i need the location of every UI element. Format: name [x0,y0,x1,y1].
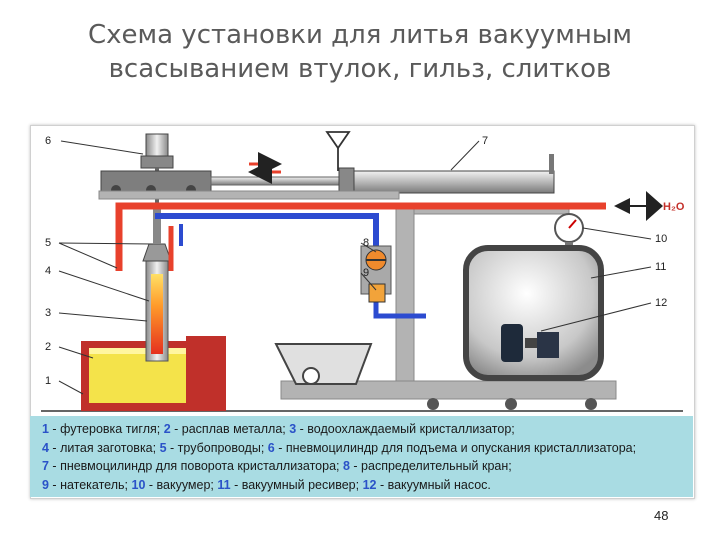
callout-7: 7 [482,135,488,147]
title-line-1: Схема установки для литья вакуумным [87,20,633,50]
water-label: H₂O [663,201,685,213]
legend-num: 8 [342,459,350,473]
callout-9: 9 [363,267,369,279]
legend-text: литая заготовка; [60,440,157,455]
diagram-canvas: 6 5 4 3 2 1 7 8 9 10 11 12 H₂O [41,131,685,412]
legend-box: 1 - футеровка тигля; 2 - расплав металла… [30,416,693,497]
legend-num: 12 [362,477,377,492]
legend-line-1: 1 - футеровка тигля; 2 - расплав металла… [42,422,515,436]
legend-num: 5 [159,440,167,455]
legend-text: футеровка тигля; [60,422,161,436]
callout-10: 10 [655,233,667,245]
legend-num: 11 [217,477,231,492]
page-number: 48 [654,508,669,523]
callout-6: 6 [45,135,51,147]
metal-melt [89,348,186,403]
rotation-cylinder [338,154,555,195]
legend-text: трубопроводы; [177,440,265,455]
callout-12: 12 [655,297,667,309]
legend-num: 9 [42,477,49,492]
distribution-valve [360,245,392,295]
slide-title: Схема установки для литья вакуумным всас… [0,18,720,86]
callout-1: 1 [45,375,51,387]
vacuum-receiver [463,245,604,381]
tilt-trough [274,343,373,385]
callout-11: 11 [655,261,666,273]
vacuum-pump [501,324,559,362]
legend-text: распределительный кран; [361,459,512,473]
melt-surface [89,348,186,354]
legend-num: 3 [289,422,297,436]
rotation-rod [210,176,342,186]
legend-line-4: 9 - натекатель; 10 - вакуумер; 11 - ваку… [42,477,491,492]
legend-num: 1 [42,422,49,436]
water-triangle-icon [646,191,663,221]
legend-text: расплав металла; [181,422,286,436]
legend-num: 4 [42,440,49,455]
hot-water-pipe [115,202,606,271]
legend-num: 7 [42,459,49,473]
trough-roller [302,367,320,385]
legend-num: 10 [131,477,146,492]
leader-lines [58,140,652,395]
legend-text: вакуумный насос. [387,477,491,492]
callout-8: 8 [363,237,369,249]
legend-text: пневмоцилиндр для подъема и опускания кр… [285,440,637,455]
vacuum-gauge [554,213,584,250]
legend-text: водоохлаждаемый кристаллизатор; [307,422,515,436]
funnel-icon [325,131,351,150]
callout-3: 3 [45,307,51,319]
title-line-2: всасыванием втулок, гильз, слитков [108,54,612,84]
legend-line-3: 7 - пневмоцилиндр для поворота кристалли… [42,459,512,473]
legend-text: вакуумер; [156,477,214,492]
legend-text: натекатель; [60,477,129,492]
legend-num: 6 [267,440,275,455]
legend-text: вакуумный ресивер; [241,477,360,492]
callout-2: 2 [45,341,51,353]
callout-4: 4 [45,265,51,277]
bleeder-valve [368,283,386,303]
legend-num: 2 [163,422,171,436]
crystallizer [142,208,172,362]
callout-5: 5 [45,237,51,249]
legend-text: пневмоцилиндр для поворота кристаллизато… [60,459,340,473]
legend-line-2: 4 - литая заготовка; 5 - трубопроводы; 6… [42,440,637,455]
